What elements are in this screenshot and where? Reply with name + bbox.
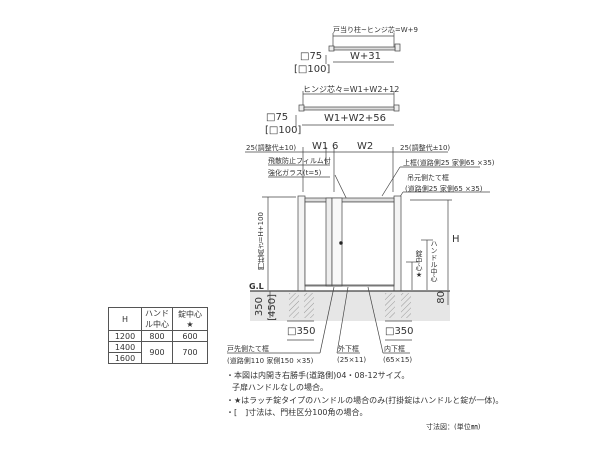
h-label: H	[452, 234, 460, 245]
handle-center-label: ハンドル中心	[430, 240, 438, 282]
gap-label: 6	[332, 141, 339, 152]
w2-label: W2	[357, 141, 374, 152]
latch-stile-label: 戸先側たて框	[227, 345, 269, 353]
left-post	[297, 195, 306, 292]
lock-mark	[339, 241, 343, 245]
table-header: ハンドル中心	[141, 307, 173, 331]
gate-leaf	[304, 201, 395, 287]
table-row: 1400 900 700	[108, 341, 208, 364]
adjust-right: 25(調整代±10)	[400, 144, 451, 152]
hinge-stile-dim: (道路側25 家側65 ×35)	[405, 185, 483, 193]
adjust-left: 25(調整代±10)	[246, 144, 297, 152]
post-square	[328, 45, 335, 52]
note-2: ・★はラッチ錠タイプのハンドルの場合のみ(打掛錠はハンドルと錠が一体)。	[226, 396, 504, 405]
footing-right	[385, 293, 395, 318]
depth-label: 350	[254, 297, 265, 317]
table-cell: 1400	[108, 341, 142, 353]
top-frame-label: 上框(道路側25 家側65 ×35)	[403, 159, 495, 167]
double-detail-post: □75	[266, 112, 289, 123]
top-detail-width: W+31	[350, 51, 381, 62]
table-cell: 1600	[108, 352, 142, 364]
table-header: H	[108, 307, 142, 331]
gl-label: G.L	[249, 282, 264, 291]
post-height-label: 門柱高さ=H+100	[257, 212, 265, 271]
table-cell: 600	[172, 330, 208, 342]
table-cell: 700	[172, 341, 208, 364]
footing-left-label: □350	[287, 326, 316, 337]
top-detail-post: □75	[300, 51, 323, 62]
double-detail-post-alt: [□100]	[265, 125, 302, 136]
latch-stile-dim: (道路側110 家側150 ×35)	[227, 357, 314, 365]
gate-plan-bar	[333, 46, 396, 51]
outer-bottom-dim: (25×11)	[337, 356, 367, 364]
inner-bottom-dim: (65×15)	[383, 356, 413, 364]
table-cell: 800	[141, 330, 173, 342]
outer-bottom-label: 外下框	[338, 345, 359, 353]
inner-bottom-label: 内下框	[384, 345, 405, 353]
w1-label: W1	[312, 141, 329, 152]
note-3: ・[ ]寸法は、門柱区分100角の場合。	[226, 408, 368, 417]
post-square	[394, 43, 401, 52]
footing-left	[289, 293, 299, 318]
note-1: ・本図は内開き右勝手(道路側)04・08-12サイズ。	[226, 371, 410, 380]
double-detail-label: ヒンジ芯々=W1+W2+12	[303, 85, 400, 94]
glass-film-label: 飛散防止フィルム付	[268, 157, 331, 165]
footing-right-label: □350	[385, 326, 414, 337]
unit-footer: 寸法図：(単位㎜)	[426, 423, 481, 431]
double-detail-width: W1+W2+56	[324, 113, 386, 124]
hinge-stile-label: 吊元側たて框	[407, 174, 449, 182]
right-post	[393, 195, 402, 292]
clearance-label: 80	[436, 291, 447, 304]
top-frame	[304, 197, 395, 203]
top-detail-post-alt: [□100]	[294, 64, 331, 75]
table-row: 1200 800 600	[108, 330, 208, 342]
note-1b: 子扉ハンドルなしの場合。	[232, 383, 328, 392]
latch-stile	[325, 197, 333, 287]
handle-height-table: H ハンドル中心 錠中心★ 1200 800 600 1400 900 700 …	[108, 307, 208, 364]
table-header: 錠中心★	[172, 307, 208, 331]
glass-label: 強化ガラス(t=5)	[268, 169, 322, 177]
ground	[250, 291, 450, 321]
table-cell: 900	[141, 341, 173, 364]
top-detail-label: 戸当り柱~ヒンジ芯=W+9	[333, 26, 418, 34]
lock-center-label: 錠中心★	[415, 250, 423, 279]
table-row: 1600	[108, 352, 208, 364]
depth-alt-label: [450]	[267, 294, 278, 321]
table-cell: 1200	[108, 330, 142, 342]
